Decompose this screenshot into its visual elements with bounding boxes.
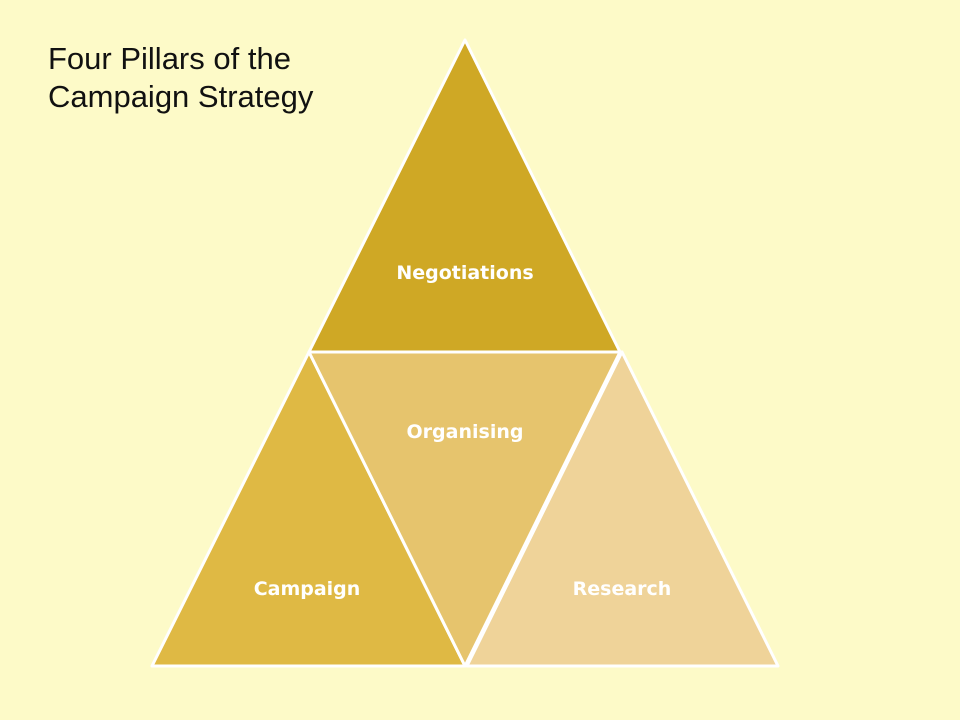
- pillar-organising-label: Organising: [407, 421, 524, 443]
- pillar-negotiations-triangle: [307, 38, 622, 354]
- title-line-1: Four Pillars of the: [48, 41, 291, 76]
- pillar-campaign-label: Campaign: [254, 578, 361, 600]
- pillar-negotiations-label: Negotiations: [396, 262, 533, 284]
- title-line-2: Campaign Strategy: [48, 79, 314, 114]
- pillar-research-triangle: [465, 350, 780, 668]
- pillar-organising-triangle: [307, 350, 622, 668]
- slide-title: Four Pillars of the Campaign Strategy: [48, 40, 368, 116]
- pillar-research-label: Research: [573, 578, 672, 600]
